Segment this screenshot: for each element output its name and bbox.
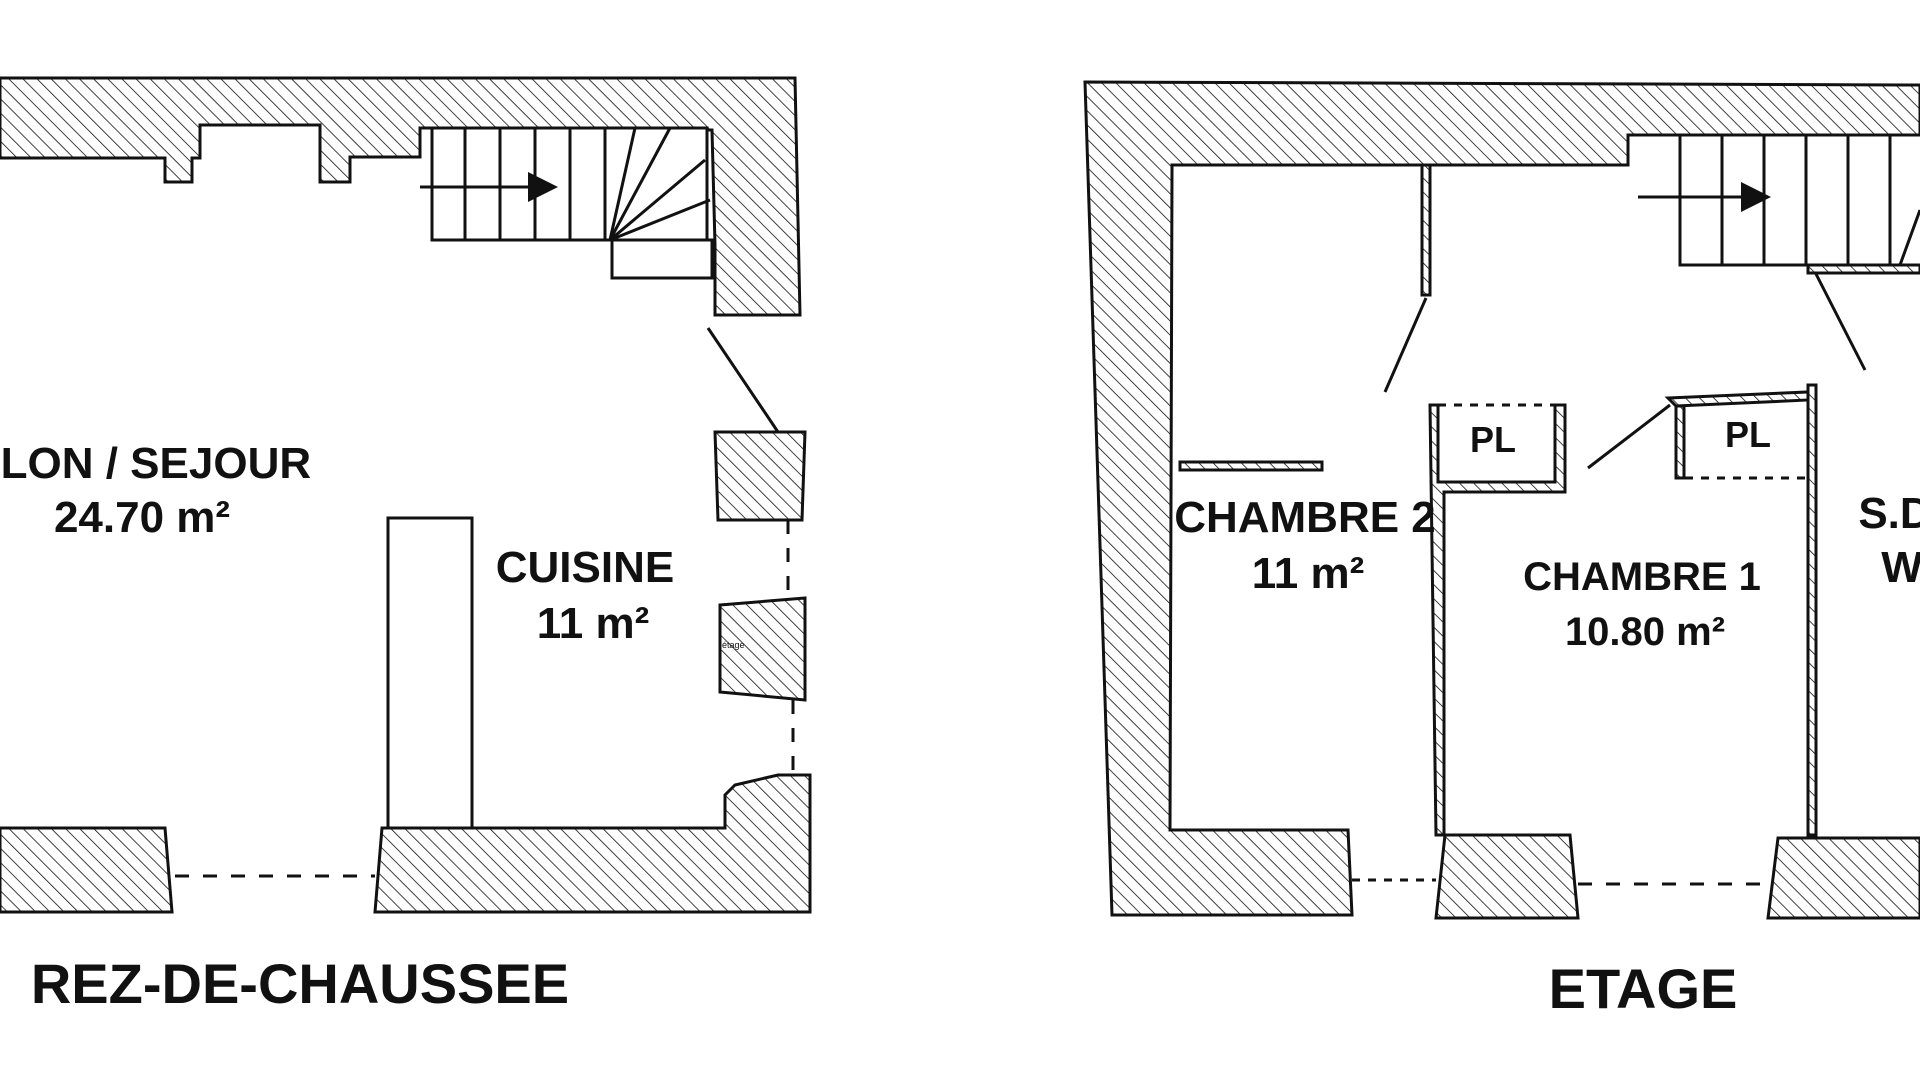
closet-2-label: PL xyxy=(1725,414,1771,455)
upper-bottom-middle-wall xyxy=(1434,833,1580,920)
upper-staircase xyxy=(1638,133,1920,275)
upper-floor-plan: PL PL CHAMBRE 2 11 m² CHAMBRE 1 10.80 m²… xyxy=(1083,80,1920,1020)
ground-small-annotation: étage xyxy=(722,640,745,650)
ground-bottom-right-wall xyxy=(373,773,812,914)
room-chambre2-area: 11 m² xyxy=(1252,549,1365,598)
room-salon-sejour-name: ALON / SEJOUR xyxy=(0,439,311,488)
upper-door-swing-chambre2 xyxy=(1383,297,1428,393)
ground-floor-title: REZ-DE-CHAUSSEE xyxy=(31,952,569,1015)
ground-chimney-column xyxy=(386,516,474,830)
ground-floor-plan: étage ALON / SEJOUR 24.70 m² CUISINE 11 … xyxy=(0,76,812,1015)
upper-bottom-right-wall xyxy=(1766,836,1920,920)
upper-door-swing-chambre1 xyxy=(1587,403,1671,470)
upper-partition-sdb xyxy=(1806,383,1818,837)
upper-partition-top xyxy=(1420,163,1432,297)
ground-right-wall-middle xyxy=(718,596,807,702)
upper-door-swing-sdb xyxy=(1813,271,1867,371)
upper-outer-wall xyxy=(1083,80,1920,917)
ground-door-swing xyxy=(706,327,780,433)
ground-top-wall xyxy=(0,76,802,317)
upper-floor-title: ETAGE xyxy=(1549,957,1738,1020)
upper-partition-chambre2 xyxy=(1178,460,1324,472)
room-sdb-name: S.D xyxy=(1858,489,1920,538)
room-chambre1-area: 10.80 m² xyxy=(1565,610,1725,654)
ground-bottom-left-wall xyxy=(0,826,174,914)
upper-closet-2-side xyxy=(1674,404,1686,480)
ground-right-wall-upper xyxy=(713,430,807,522)
ground-staircase xyxy=(420,126,714,280)
room-sdb-area: W xyxy=(1881,543,1920,592)
room-salon-sejour-area: 24.70 m² xyxy=(54,493,230,542)
room-chambre2-name: CHAMBRE 2 xyxy=(1174,493,1436,542)
room-cuisine-area: 11 m² xyxy=(537,599,650,648)
upper-partition-left xyxy=(1428,403,1567,837)
upper-partition-right xyxy=(1664,390,1810,408)
closet-1-label: PL xyxy=(1470,419,1516,460)
room-cuisine-name: CUISINE xyxy=(496,543,674,592)
room-chambre1-name: CHAMBRE 1 xyxy=(1523,555,1761,599)
